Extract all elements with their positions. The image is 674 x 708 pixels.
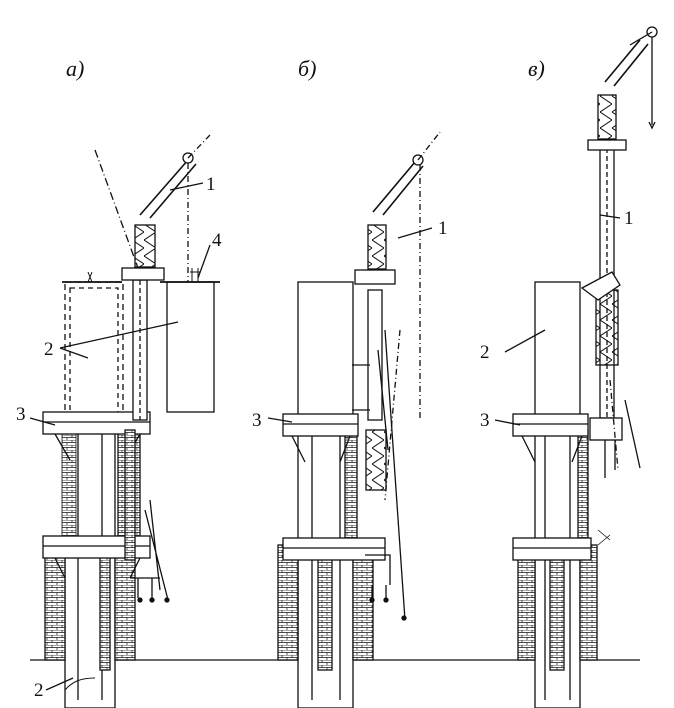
crane-mast-b [367,289,383,421]
panel-c-drawing [494,26,658,708]
panel-b-drawing [267,131,441,708]
crane-boom-c [604,39,649,87]
callout-3-c: 3 [480,410,490,431]
callout-1-c: 1 [624,208,634,229]
platform-upper-b [282,413,359,437]
platform-upper-a [42,411,151,435]
column-upper-dashed-a [64,281,124,419]
callout-3-b: 3 [252,410,262,431]
callout-2-a: 2 [44,339,54,360]
callout-3-a: 3 [16,404,26,425]
platform-lower-a [42,535,151,559]
panel-label-c: в) [528,56,545,81]
panel-label-b: б) [298,56,316,81]
callout-2-c: 2 [480,342,490,363]
platform-lower-c [512,537,592,561]
callout-2-ground-a: 2 [34,680,44,701]
callout-4-a: 4 [212,230,222,251]
container-a [166,281,215,413]
platform-lower-b [282,537,386,561]
column-upper-b [297,281,354,419]
crane-boom-b [372,161,424,216]
panel-label-a: а) [66,56,84,81]
platform-upper-c [512,413,589,437]
panel-a-drawing [29,134,220,708]
callout-1-a: 1 [206,174,216,195]
column-upper-c [534,281,581,419]
callout-1-b: 1 [438,218,448,239]
